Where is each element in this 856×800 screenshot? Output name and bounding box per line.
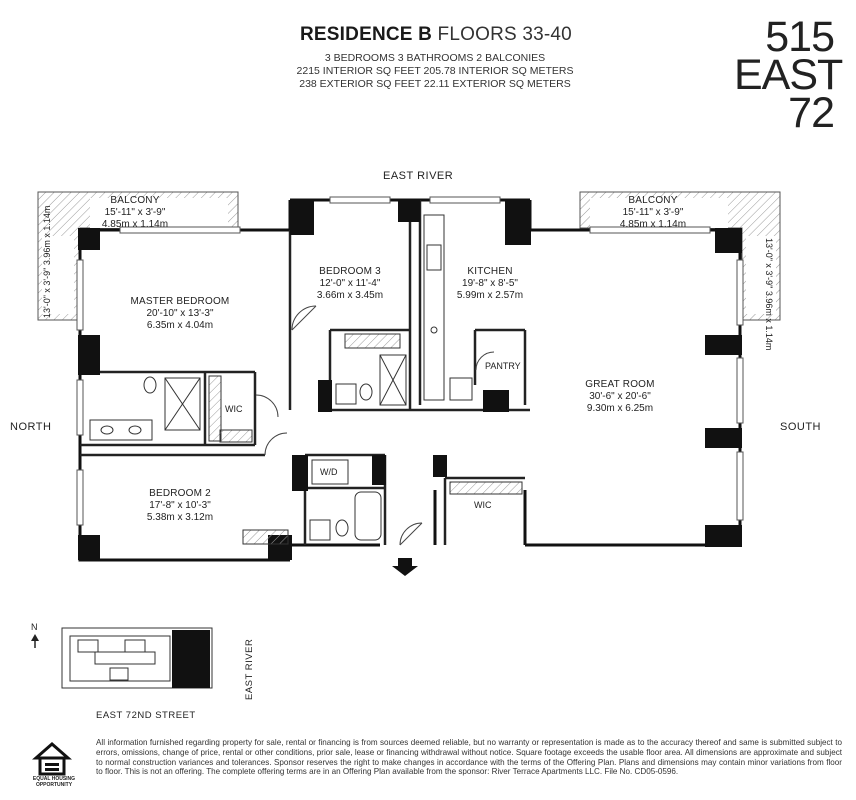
bedroom-3-dim-m: 3.66m x 3.45m: [316, 290, 384, 301]
wic-2-label: WIC: [474, 500, 492, 510]
spec-line-rooms: 3 BEDROOMS 3 BATHROOMS 2 BALCONIES: [324, 52, 546, 64]
closet-racks: [208, 333, 523, 545]
bedroom-3-dim-ft: 12'-0" x 11'-4": [319, 278, 381, 289]
bedroom-2-dim-ft: 17'-8" x 10'-3": [149, 500, 211, 511]
kitchen-dim-m: 5.99m x 2.57m: [456, 290, 524, 301]
bedroom-3-name: BEDROOM 3: [319, 266, 381, 277]
equal-housing-icon: [32, 742, 72, 776]
windows: [76, 196, 744, 526]
balcony-left-label: BALCONY 15'-11" x 3'-9" 4.85m x 1.14m: [80, 195, 190, 231]
key-plan-street: EAST 72ND STREET: [96, 710, 196, 721]
kitchen-dim-ft: 19'-8" x 8'-5": [462, 278, 518, 289]
compass-south: SOUTH: [780, 421, 821, 433]
balcony-right-shape: [579, 191, 781, 321]
door-swings: [255, 305, 495, 546]
kitchen-counter: [423, 214, 473, 401]
logo-line-2: EAST: [734, 51, 843, 99]
compass-east-river: EAST RIVER: [383, 170, 454, 182]
key-plan-river: EAST RIVER: [244, 638, 255, 700]
key-plan-north: N: [31, 622, 38, 632]
bedroom-2-name: BEDROOM 2: [149, 488, 211, 499]
floors-label: FLOORS 33-40: [437, 24, 572, 45]
equal-housing-text: EQUAL HOUSING OPPORTUNITY: [32, 776, 76, 788]
logo-line-1: 515: [765, 13, 835, 61]
balcony-left-side-label: 13'-0" x 3'-9" 3.96m x 1.14m: [42, 205, 52, 318]
balcony-right-dim-ft: 15'-11" x 3'-9": [622, 207, 684, 218]
bedroom-2-dim-m: 5.38m x 3.12m: [146, 512, 214, 523]
great-room-label: GREAT ROOM 30'-6" x 20'-6" 9.30m x 6.25m: [570, 379, 670, 415]
master-bedroom-name: MASTER BEDROOM: [130, 296, 230, 307]
master-bedroom-dim-ft: 20'-10" x 13'-3": [146, 308, 214, 319]
great-room-name: GREAT ROOM: [585, 379, 655, 390]
key-plan-shape: [61, 627, 213, 689]
north-arrow-head: [31, 634, 39, 641]
kitchen-name: KITCHEN: [467, 266, 513, 277]
spec-line-exterior: 238 EXTERIOR SQ FEET 22.11 EXTERIOR SQ M…: [299, 78, 571, 90]
master-bedroom-label: MASTER BEDROOM 20'-10" x 13'-3" 6.35m x …: [120, 296, 240, 332]
residence-name: RESIDENCE B: [300, 24, 433, 45]
entry-arrow-shape: [392, 558, 418, 576]
equal-housing-block: EQUAL HOUSING OPPORTUNITY: [30, 776, 78, 788]
kitchen-label: KITCHEN 19'-8" x 8'-5" 5.99m x 2.57m: [440, 266, 540, 302]
residence-title: RESIDENCE B FLOORS 33-40: [300, 24, 572, 46]
bath-fixtures: [89, 354, 407, 541]
bedroom-2-label: BEDROOM 2 17'-8" x 10'-3" 5.38m x 3.12m: [130, 488, 230, 524]
master-bedroom-dim-m: 6.35m x 4.04m: [146, 320, 214, 331]
compass-north: NORTH: [10, 421, 52, 433]
wic-1-label: WIC: [225, 404, 243, 414]
balcony-right-label: BALCONY 15'-11" x 3'-9" 4.85m x 1.14m: [598, 195, 708, 231]
key-plan-highlight: [172, 630, 210, 688]
logo-line-3: 72: [788, 89, 835, 137]
balcony-right-name: BALCONY: [628, 195, 678, 206]
interior-walls: [80, 200, 530, 545]
balcony-left-dim-ft: 15'-11" x 3'-9": [104, 207, 166, 218]
building-logo: 515 EAST 72: [734, 13, 843, 137]
great-room-dim-m: 9.30m x 6.25m: [586, 403, 654, 414]
bedroom-3-label: BEDROOM 3 12'-0" x 11'-4" 3.66m x 3.45m: [300, 266, 400, 302]
great-room-dim-ft: 30'-6" x 20'-6": [589, 391, 651, 402]
balcony-left-name: BALCONY: [110, 195, 160, 206]
balcony-left-dim-m: 4.85m x 1.14m: [101, 219, 169, 230]
balcony-left-shape: [37, 191, 239, 321]
spec-line-interior: 2215 INTERIOR SQ FEET 205.78 INTERIOR SQ…: [296, 65, 574, 77]
legal-disclaimer: All information furnished regarding prop…: [96, 738, 842, 777]
balcony-right-dim-m: 4.85m x 1.14m: [619, 219, 687, 230]
washer-dryer-label: W/D: [320, 467, 338, 477]
pantry-label: PANTRY: [485, 361, 521, 371]
balcony-right-side-label: 13'-0" x 3'-9" 3.96m x 1.14m: [764, 238, 774, 351]
